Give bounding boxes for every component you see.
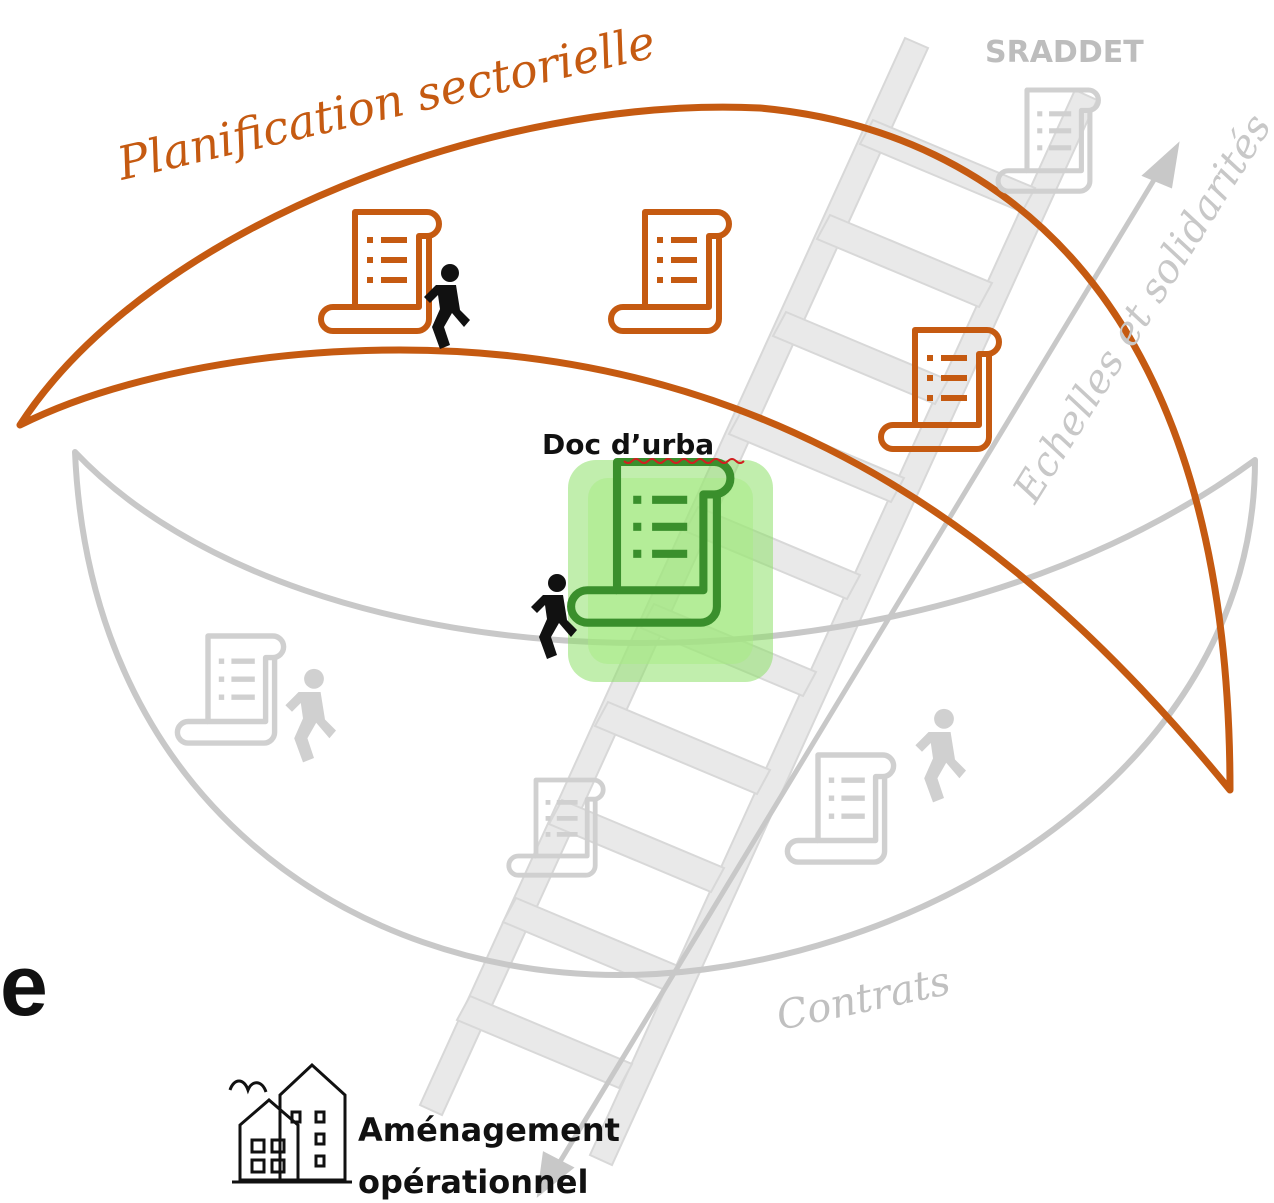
scroll-document-icon <box>177 636 283 743</box>
scroll-document-icon <box>611 212 729 331</box>
arrow-icon <box>536 141 1180 1198</box>
sraddet-label: SRADDET <box>985 35 1144 70</box>
planification-label: Planification sectorielle <box>111 14 660 191</box>
walking-person-icon <box>285 668 336 763</box>
planification-shape <box>16 103 1234 794</box>
scroll-document-icon <box>787 755 893 862</box>
contrats-label: Contrats <box>773 958 955 1040</box>
partial-letter: e <box>0 938 48 1034</box>
scroll-document-icon <box>321 212 439 331</box>
walking-person-icon <box>915 708 966 803</box>
doc-urba-highlight <box>568 460 773 682</box>
doc-urba-label: Doc d’urba <box>542 428 714 461</box>
spellcheck-underline <box>623 458 745 464</box>
amenagement-label-line1: Aménagement <box>358 1111 620 1149</box>
amenagement-label-line2: opérationnel <box>358 1163 588 1201</box>
buildings-icon <box>228 1062 352 1184</box>
